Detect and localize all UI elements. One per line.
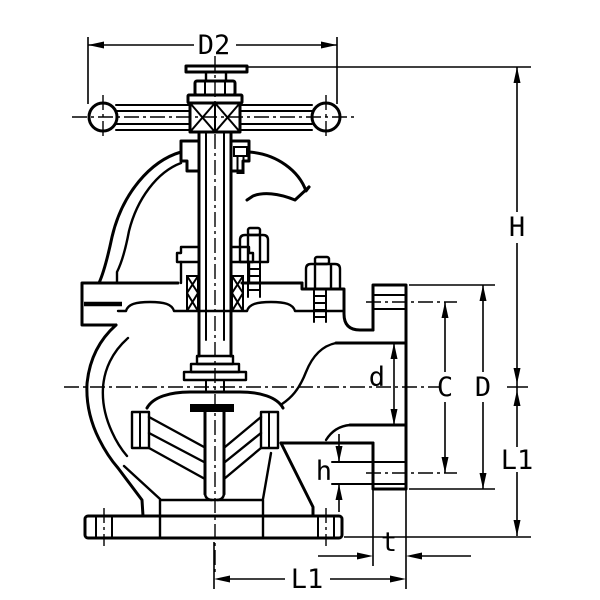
stem-outer <box>197 130 233 358</box>
stem-lower <box>205 379 225 393</box>
inlet-bore-walls <box>158 498 265 540</box>
dimension-d-bore: d <box>369 343 398 425</box>
h-hole-arrow-lower <box>335 484 343 500</box>
stem-inner <box>205 131 225 341</box>
handwheel-knob-left <box>87 101 119 133</box>
d2-arrow-left <box>88 41 104 49</box>
d-arrow-bottom <box>390 409 398 425</box>
packing-right-hatch <box>231 275 244 312</box>
body-outer-left <box>85 323 145 518</box>
c-label: C <box>437 372 453 403</box>
stem-nut-facets <box>204 80 226 96</box>
flange-d-arrow-top <box>479 285 487 301</box>
h-arrow-bottom <box>513 520 521 536</box>
l1-bottom-label: L1 <box>291 564 324 595</box>
t-arrow-left <box>357 552 373 560</box>
inlet-bolt-holes <box>95 515 335 539</box>
yoke <box>97 139 311 285</box>
d-arrow-top <box>390 343 398 359</box>
spout-inner <box>245 185 311 202</box>
h-arrow-top <box>513 67 521 83</box>
dimension-h-bolt-hole: h <box>316 434 343 512</box>
l1-bottom-dimension-lines <box>213 542 390 589</box>
stem-bearing-right <box>229 139 251 173</box>
outlet-inner-wall-bottom <box>324 423 352 442</box>
stud1-nut <box>238 233 270 264</box>
handwheel-spoke-right <box>239 104 313 131</box>
outlet-flange-plate <box>371 283 408 491</box>
dimension-d-flange: D <box>409 284 495 490</box>
body-outer-right <box>279 441 315 518</box>
gland-flange-right <box>229 245 255 264</box>
stem-bearing-left <box>179 139 201 173</box>
handwheel-knob-right <box>310 101 342 133</box>
stud1-thread <box>247 261 261 298</box>
handwheel <box>87 64 342 134</box>
c-arrow-top <box>441 302 449 318</box>
dimension-t-thickness: t <box>318 489 471 589</box>
dimension-d2: D2 <box>87 30 338 104</box>
d2-arrow-right <box>321 41 337 49</box>
centerlines <box>64 56 457 572</box>
stud2-thread <box>313 288 327 323</box>
valve-stem <box>197 130 233 358</box>
flange-d-arrow-bottom <box>479 473 487 489</box>
outlet-bolt-hole-bottom <box>331 461 407 485</box>
packing-left-hatch <box>186 275 199 312</box>
l1-bottom-arrow-right <box>390 575 406 583</box>
d2-dimension-lines <box>87 37 338 104</box>
d-label: d <box>369 362 385 393</box>
yoke-arm-left-outer <box>97 150 183 285</box>
c-arrow-bottom <box>441 457 449 473</box>
d2-label: D2 <box>198 30 231 61</box>
t-arrow-right <box>406 552 422 560</box>
l1-side-label: L1 <box>501 445 534 476</box>
packing-right <box>231 275 244 312</box>
gland-stud-head <box>233 146 248 157</box>
handwheel-spoke-left <box>115 104 191 131</box>
stem-collar <box>186 93 244 105</box>
l1-side-arrow-upper <box>513 368 521 384</box>
gland-flange-left <box>175 245 201 264</box>
t-dimension-lines <box>318 489 471 589</box>
inlet-flange-plate <box>83 514 344 540</box>
h-hole-arrow-upper <box>335 446 343 462</box>
backseat-step3 <box>182 370 248 382</box>
bonnet-studs <box>238 226 342 323</box>
outlet-inner-wall-top <box>280 341 338 406</box>
bonnet-flange-outline <box>80 281 304 327</box>
handwheel-hub-cross-hatch <box>189 102 241 133</box>
h-l1-dimension-line <box>507 67 528 536</box>
l1-bottom-arrow-left <box>214 575 230 583</box>
dimension-c-bolt-circle: C <box>437 302 453 473</box>
bonnet-joint-line <box>116 300 346 313</box>
t-label: t <box>381 527 397 558</box>
stem-guide <box>203 410 226 496</box>
h-hole-label: h <box>316 456 332 487</box>
dimension-h-total and-l1-side: H L1 <box>247 66 534 538</box>
outlet-bolt-hole-top <box>372 294 407 310</box>
body-inner-left <box>101 336 130 458</box>
flange-d-label: D <box>475 372 491 403</box>
inlet-flange <box>83 498 344 540</box>
yoke-arm-left-inner <box>115 161 183 285</box>
dimension-l1-bottom: L1 <box>213 542 406 595</box>
body-cone-inner <box>122 451 273 501</box>
disc-dome <box>145 390 285 410</box>
spout-outer <box>247 141 311 193</box>
l1-side-arrow-lower <box>513 390 521 406</box>
cage-ribs <box>147 415 263 481</box>
valve-body <box>85 323 315 518</box>
disc-and-seat <box>130 354 285 502</box>
gland-stud-shaft <box>236 155 245 174</box>
h-label: H <box>509 212 525 243</box>
seat-ring <box>190 404 234 412</box>
packing-left <box>186 275 199 312</box>
flange-d-dimension-lines <box>409 284 495 490</box>
stud2-nut <box>304 262 342 291</box>
